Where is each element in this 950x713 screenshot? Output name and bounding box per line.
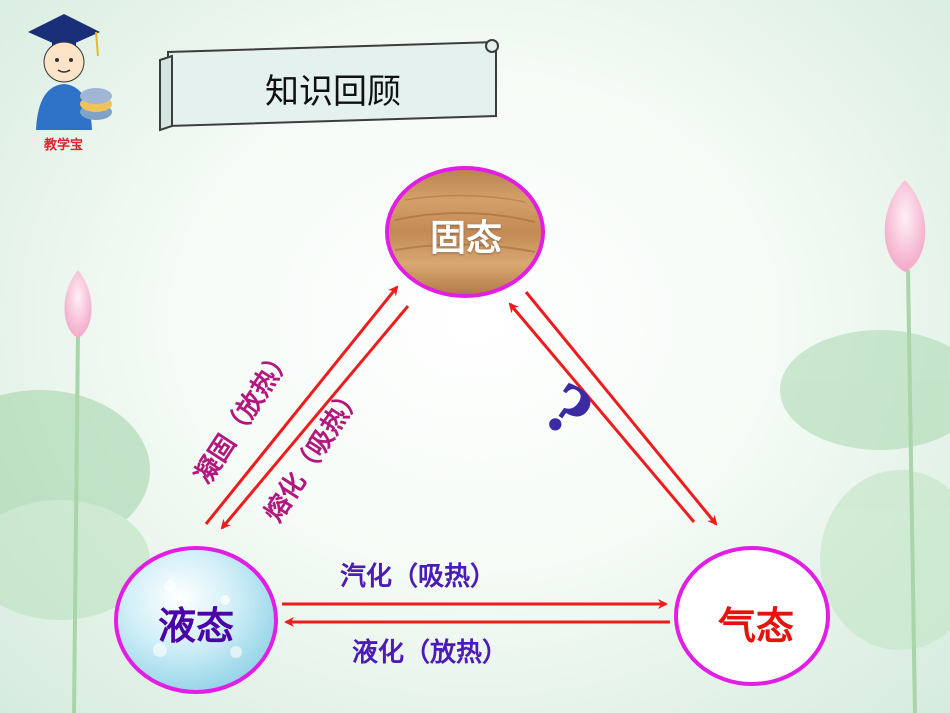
arrow-solid-to-gas <box>524 291 718 526</box>
liquid-node-circle <box>114 546 278 694</box>
arrow-solid-to-liquid <box>220 305 410 530</box>
page-title: 知识回顾 <box>265 71 401 112</box>
gas-node-circle <box>674 546 830 686</box>
logo-caption: 教学宝 <box>44 138 84 153</box>
title-banner <box>159 39 499 132</box>
arrow-gas-to-solid <box>508 302 696 523</box>
lotus-bud-right <box>884 180 926 713</box>
process-label-vaporization: 汽化（吸热） <box>340 562 497 592</box>
liquid-node-label: 液态 <box>157 602 234 648</box>
logo-icon <box>28 14 112 130</box>
process-label-liquefaction: 液化（放热） <box>352 638 509 668</box>
solid-node-label: 固态 <box>429 217 502 259</box>
lotus-bud-left <box>64 270 92 713</box>
solid-node-circle <box>385 166 545 298</box>
gas-node-label: 气态 <box>717 602 794 648</box>
arrow-liquid-to-solid <box>204 285 399 525</box>
